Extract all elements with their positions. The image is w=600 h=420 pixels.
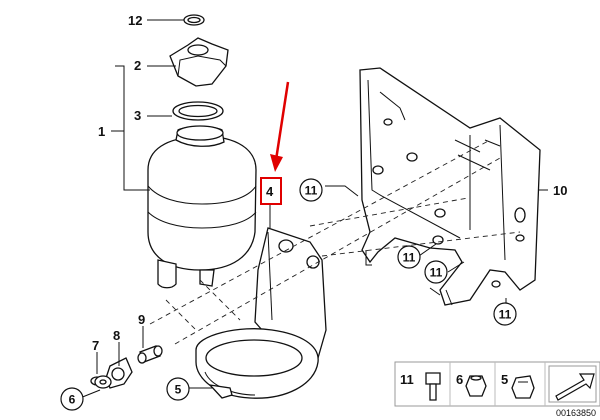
bolt-icon [425, 372, 441, 401]
key-label-6: 6 [456, 372, 463, 387]
callout-11a-circle [299, 178, 323, 202]
key-label-5: 5 [501, 372, 508, 387]
seal-ring-inner [178, 104, 218, 118]
callout-11c-circle [424, 260, 448, 284]
hose-fitting [137, 345, 163, 364]
callout-6: 6 [69, 393, 76, 407]
highlight-box [260, 177, 282, 205]
callout-1: 1 [98, 124, 105, 139]
leader-lines [79, 19, 548, 399]
arrow-pictogram-icon [548, 365, 597, 403]
callout-3: 3 [134, 108, 141, 123]
callout-8: 8 [113, 328, 120, 343]
callout-11b: 11 [403, 251, 416, 265]
callout-11d: 11 [499, 308, 512, 322]
nut-icon [465, 375, 487, 397]
highlight-arrow [270, 81, 290, 172]
key-label-11: 11 [400, 372, 414, 387]
callout-2: 2 [134, 58, 141, 73]
callout-5-circle [166, 377, 190, 401]
callout-7: 7 [92, 338, 99, 353]
callout-10: 10 [553, 183, 567, 198]
callout-5: 5 [175, 383, 182, 397]
reservoir [147, 125, 257, 289]
clip-nut-icon [511, 375, 535, 399]
reservoir-holder [195, 227, 327, 399]
grommet [105, 357, 133, 389]
reservoir-cap [169, 37, 229, 87]
washer-inner [187, 16, 201, 24]
assembly-lines [149, 139, 521, 345]
callout-11a: 11 [305, 184, 318, 198]
callout-4: 4 [266, 184, 274, 199]
diagram-code: 00163850 [556, 408, 596, 418]
callout-6-circle [60, 387, 84, 411]
callout-9: 9 [138, 312, 145, 327]
callout-11c: 11 [430, 266, 443, 280]
callout-11d-circle [493, 302, 517, 326]
callout-11b-circle [397, 245, 421, 269]
callout-12: 12 [128, 13, 142, 28]
washer-6 [94, 375, 112, 389]
parts-key: 11 6 5 00163850 [394, 361, 600, 418]
